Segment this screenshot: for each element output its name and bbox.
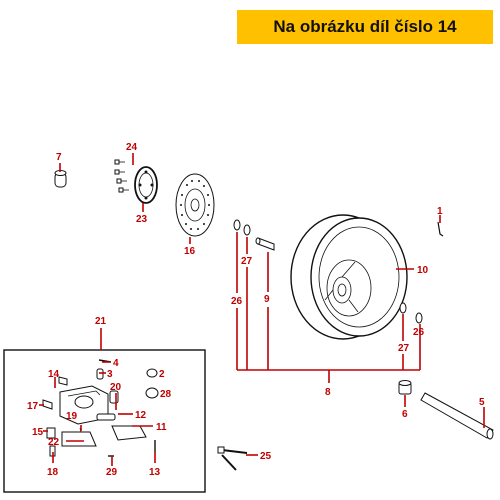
label-19: 19 [66,411,78,422]
part-6-collar [398,380,412,395]
label-10: 10 [417,265,429,276]
part-7-bushing [54,170,67,188]
label-18: 18 [47,467,59,478]
caliper-parts [42,359,159,457]
label-22: 22 [48,437,60,448]
label-26-left: 26 [231,296,243,307]
part-24-bolts [114,159,129,193]
label-13: 13 [149,467,161,478]
label-3: 3 [107,369,113,380]
label-26-right: 26 [413,327,425,338]
label-9: 9 [264,294,270,305]
part-10-wheel [290,214,408,340]
part-16-brake-disc [175,173,215,237]
label-24: 24 [126,142,138,153]
label-15: 15 [32,427,44,438]
callout-labels: 7 24 23 16 1 10 27 26 9 27 26 8 6 5 25 2… [27,142,485,478]
part-27-26-spacers-left [233,219,251,236]
label-2: 2 [159,369,165,380]
part-number-banner: Na obrázku díl číslo 14 [237,10,493,44]
label-12: 12 [135,410,147,421]
label-23: 23 [136,214,148,225]
label-4: 4 [113,358,119,369]
label-1: 1 [437,206,443,217]
label-7: 7 [56,152,62,163]
caliper-assembly-box [3,349,206,493]
leader-lines [39,153,485,466]
label-25: 25 [260,451,272,462]
label-29: 29 [106,467,118,478]
label-27-right: 27 [398,343,410,354]
label-20: 20 [110,382,122,393]
label-16: 16 [184,246,196,257]
label-14: 14 [48,369,60,380]
label-11: 11 [156,422,167,433]
part-5-axle [420,392,494,440]
part-1-valve [437,221,444,237]
label-6: 6 [402,409,408,420]
label-21: 21 [95,316,107,327]
label-28: 28 [160,389,172,400]
part-9-sleeve [255,237,275,251]
part-27-26-spacers-right [399,302,423,324]
part-25-bolts [217,446,248,471]
part-23-hub-flange [134,166,158,204]
label-17: 17 [27,401,39,412]
label-27-left: 27 [241,256,253,267]
label-8: 8 [325,387,331,398]
label-5: 5 [479,397,485,408]
